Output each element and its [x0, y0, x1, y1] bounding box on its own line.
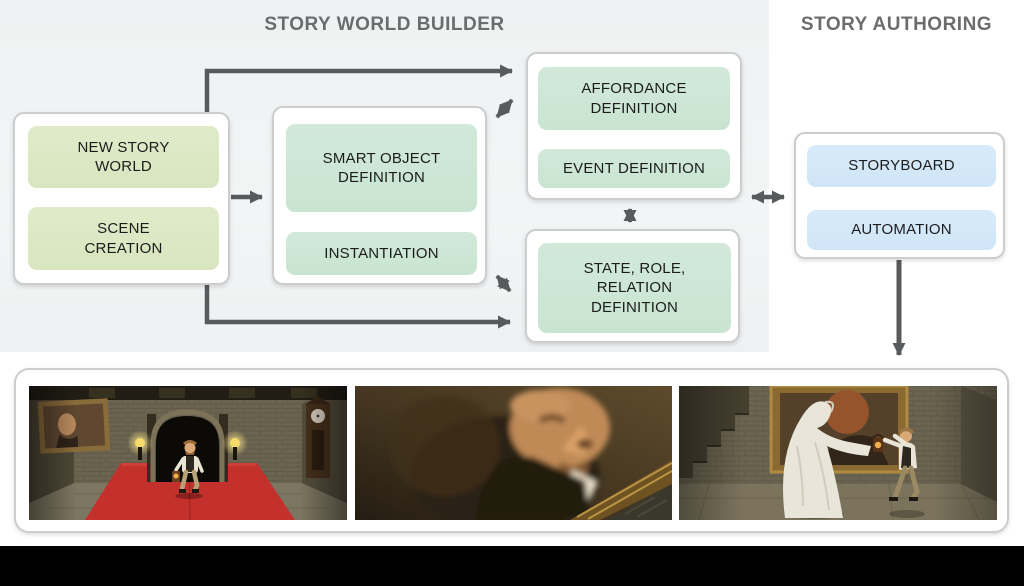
story-authoring-title: STORY AUTHORING [800, 14, 993, 35]
step-affordance-definition: AFFORDANCE DEFINITION [538, 67, 730, 130]
panel-state-role-relation: STATE, ROLE, RELATION DEFINITION [525, 229, 740, 343]
step-storyboard: STORYBOARD [807, 145, 996, 187]
step-state-role-relation-definition: STATE, ROLE, RELATION DEFINITION [538, 243, 731, 333]
panel-smart-object: SMART OBJECT DEFINITION INSTANTIATION [272, 106, 487, 285]
step-smart-object-definition: SMART OBJECT DEFINITION [286, 124, 477, 212]
screenshot-portrait-closeup [355, 386, 672, 520]
screenshot-strip [14, 368, 1009, 533]
step-scene-creation: SCENE CREATION [28, 207, 219, 270]
screenshot-ghost-lantern [679, 386, 997, 520]
story-world-builder-title: STORY WORLD BUILDER [264, 14, 505, 35]
step-instantiation: INSTANTIATION [286, 232, 477, 275]
step-event-definition: EVENT DEFINITION [538, 149, 730, 188]
screenshot-hallway-red-carpet [29, 386, 347, 520]
step-automation: AUTOMATION [807, 210, 996, 250]
footer-black-bar [0, 546, 1024, 586]
panel-affordance-event: AFFORDANCE DEFINITION EVENT DEFINITION [526, 52, 742, 200]
panel-story-authoring: STORYBOARD AUTOMATION [794, 132, 1005, 259]
panel-new-story-world: NEW STORY WORLD SCENE CREATION [13, 112, 230, 285]
step-new-story-world: NEW STORY WORLD [28, 126, 219, 188]
